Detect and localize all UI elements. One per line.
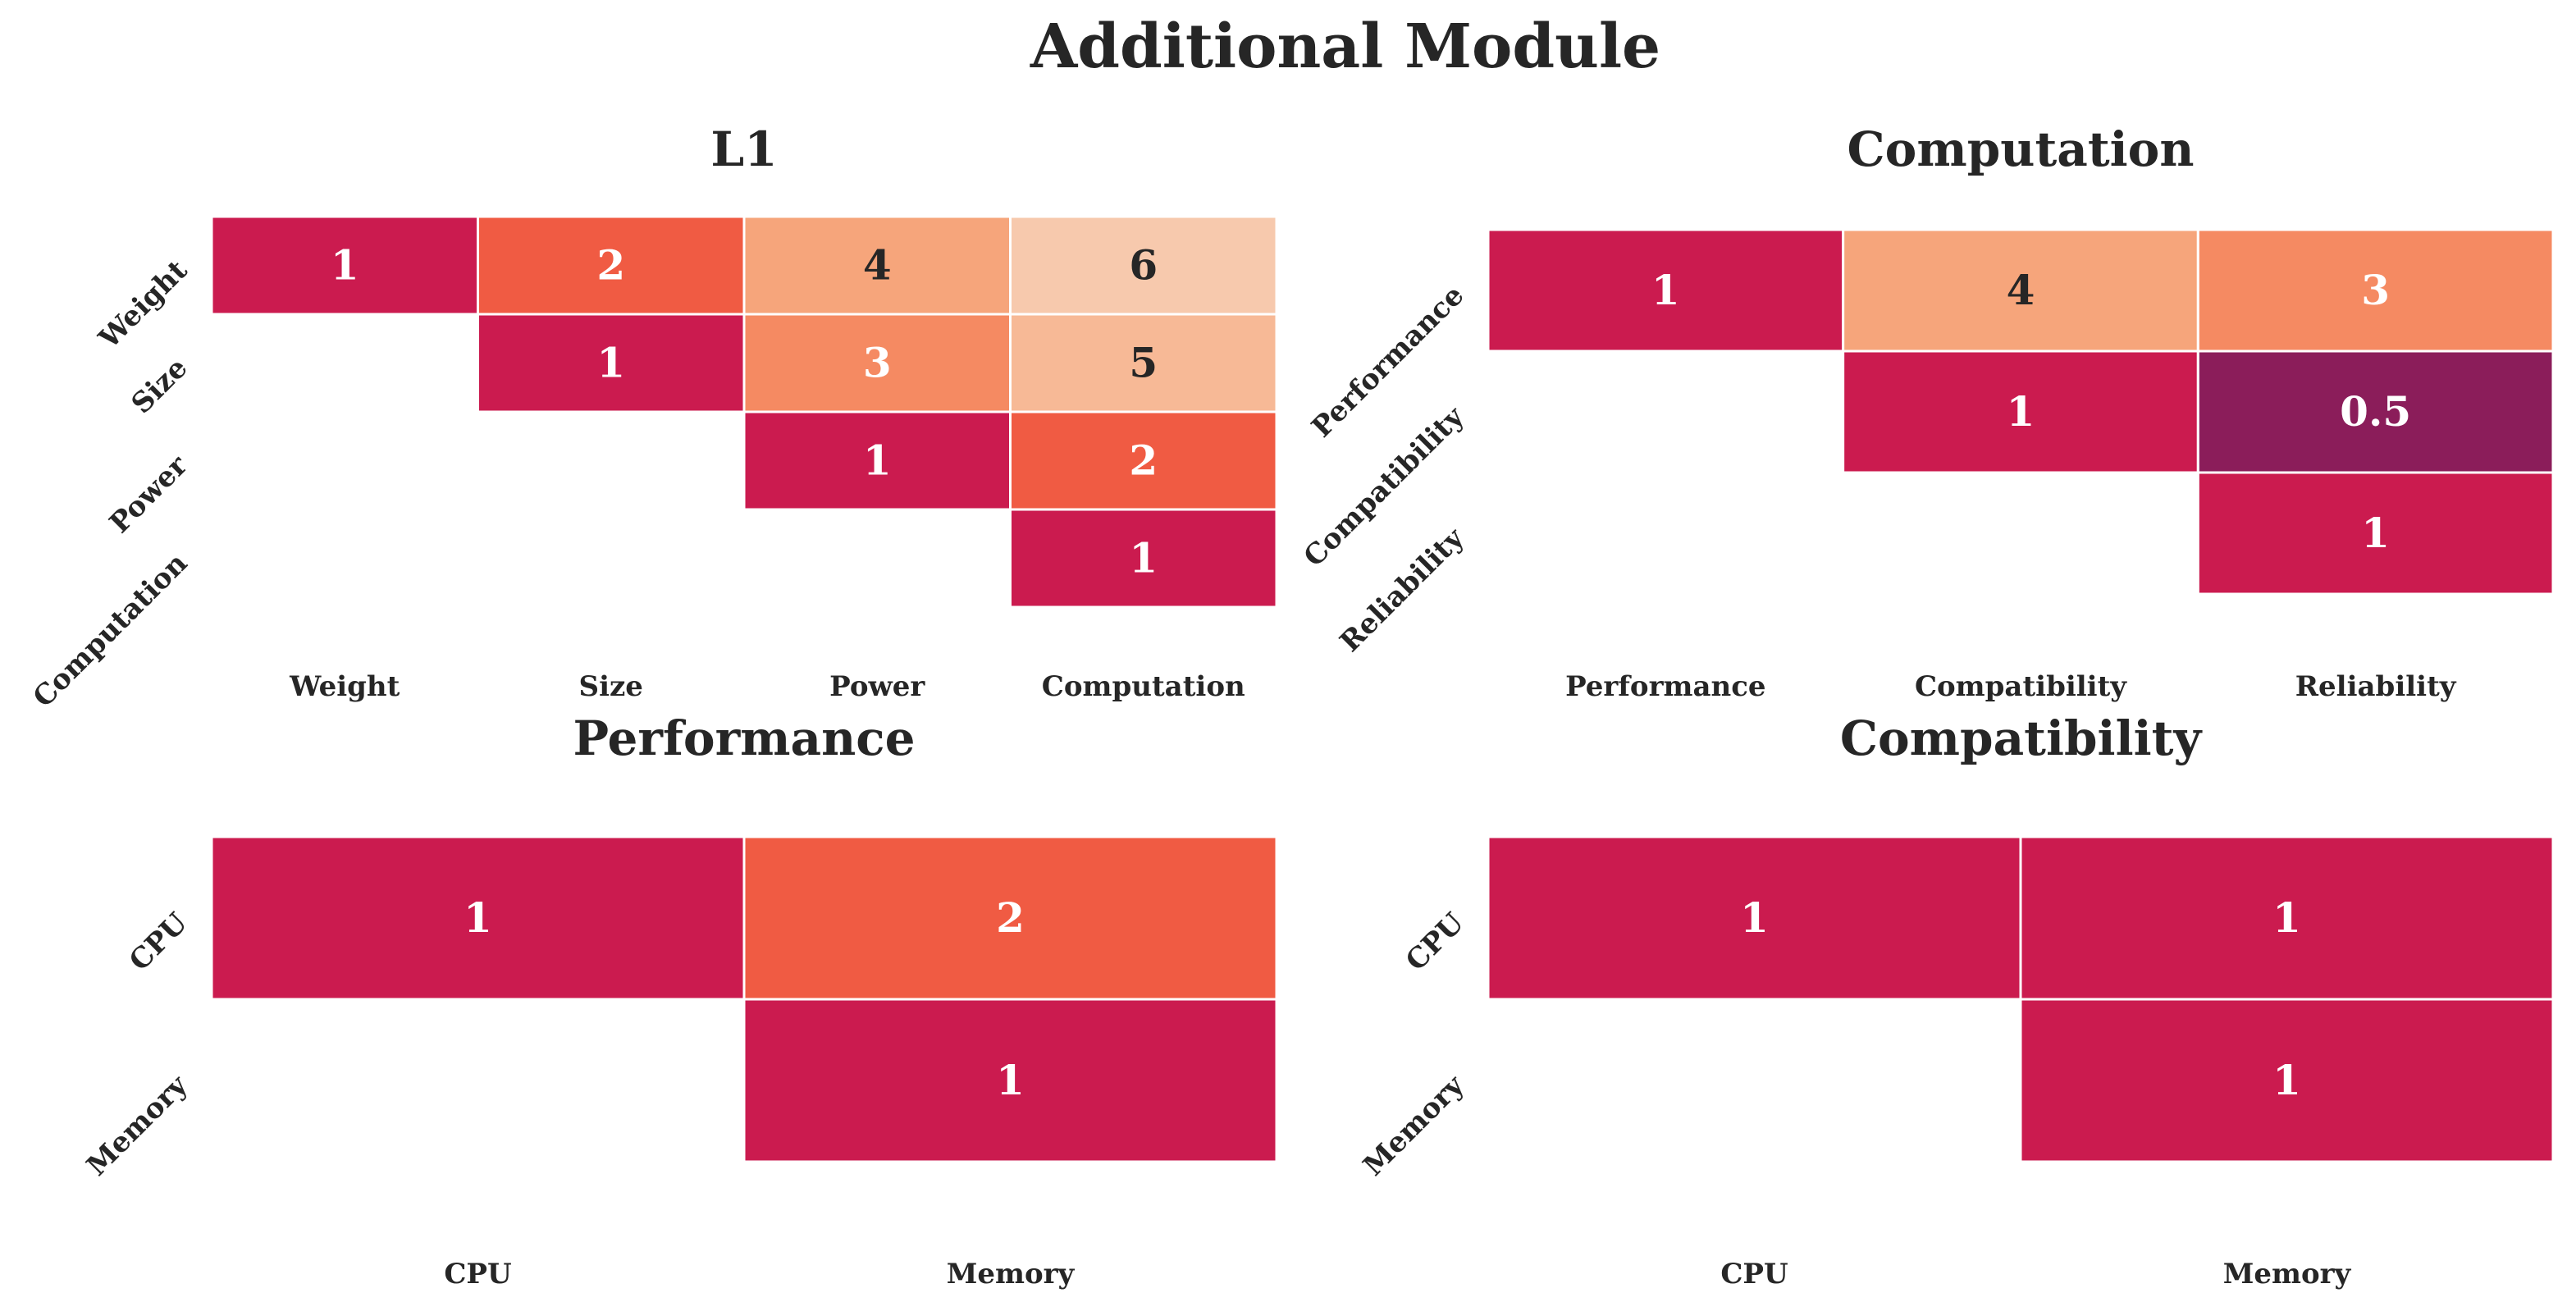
heatmap-cell	[742, 998, 1278, 1163]
x-tick-label: Reliability	[2295, 670, 2457, 703]
heatmap-cell	[210, 835, 746, 1001]
heatmap-cell	[2196, 228, 2555, 353]
heatmap-cell	[742, 835, 1278, 1001]
y-tick-label: Weight	[92, 254, 194, 355]
cell-value-label: 2	[1129, 436, 1158, 485]
heatmap-cell	[742, 313, 1012, 413]
heatmap-cell	[210, 215, 479, 316]
y-tick-label: Reliability	[1334, 521, 1472, 659]
cell-value-label: 1	[2272, 893, 2301, 942]
y-tick-label: CPU	[1400, 907, 1470, 977]
y-tick-label: Memory	[1357, 1068, 1471, 1182]
x-tick-label: CPU	[444, 1258, 511, 1290]
cell-value-label: 1	[1129, 534, 1158, 582]
x-tick-label: Computation	[1042, 670, 1245, 703]
heatmap-cell	[2196, 349, 2555, 474]
heatmap-cell	[477, 313, 746, 413]
cell-value-label: 0.5	[2340, 387, 2411, 436]
y-tick-label: Computation	[27, 547, 194, 715]
x-tick-label: Performance	[1565, 670, 1765, 703]
panel-title: Compatibility	[1840, 710, 2204, 766]
x-tick-label: Power	[829, 670, 925, 703]
y-tick-label: CPU	[123, 907, 194, 977]
cell-value-label: 2	[996, 893, 1025, 942]
cell-value-label: 1	[2361, 509, 2390, 557]
heatmap-cell	[742, 215, 1012, 316]
x-tick-label: Memory	[947, 1258, 1076, 1290]
heatmap-cell	[2196, 471, 2555, 596]
cell-value-label: 3	[863, 339, 892, 387]
cell-value-label: 6	[1129, 241, 1158, 290]
cell-value-label: 4	[863, 241, 892, 290]
heatmap-cell	[2019, 998, 2555, 1163]
cell-value-label: 1	[596, 339, 625, 387]
cell-value-label: 1	[464, 893, 492, 942]
cell-value-label: 2	[596, 241, 625, 290]
cell-value-label: 1	[996, 1056, 1025, 1104]
cell-value-label: 4	[2007, 266, 2035, 314]
cell-value-label: 1	[863, 436, 892, 485]
heatmap-cell	[1842, 349, 2199, 474]
x-tick-label: Weight	[289, 670, 400, 703]
cell-value-label: 5	[1129, 339, 1158, 387]
cell-value-label: 1	[1740, 893, 1769, 942]
x-tick-label: Compatibility	[1915, 670, 2127, 703]
heatmap-cell	[1487, 835, 2022, 1001]
cell-value-label: 1	[331, 241, 359, 290]
panel-title: Computation	[1848, 121, 2195, 177]
y-tick-label: Power	[103, 449, 194, 540]
y-tick-label: Memory	[80, 1068, 194, 1182]
heatmap-cell	[477, 215, 746, 316]
cell-value-label: 1	[2007, 387, 2035, 436]
heatmap-cell	[1009, 215, 1278, 316]
cell-value-label: 1	[2272, 1056, 2301, 1104]
heatmap-cell	[1842, 228, 2199, 353]
figure-title: Additional Module	[1030, 11, 1660, 82]
heatmap-cell	[2019, 835, 2555, 1001]
panel-title: L1	[710, 121, 777, 177]
cell-value-label: 1	[1651, 266, 1680, 314]
x-tick-label: Size	[579, 670, 643, 703]
y-tick-label: Size	[126, 352, 194, 421]
x-tick-label: CPU	[1720, 1258, 1788, 1290]
heatmap-cell	[1009, 508, 1278, 609]
cell-value-label: 3	[2361, 266, 2390, 314]
panel-title: Performance	[573, 710, 915, 766]
x-tick-label: Memory	[2223, 1258, 2352, 1290]
heatmap-cell	[742, 410, 1012, 511]
